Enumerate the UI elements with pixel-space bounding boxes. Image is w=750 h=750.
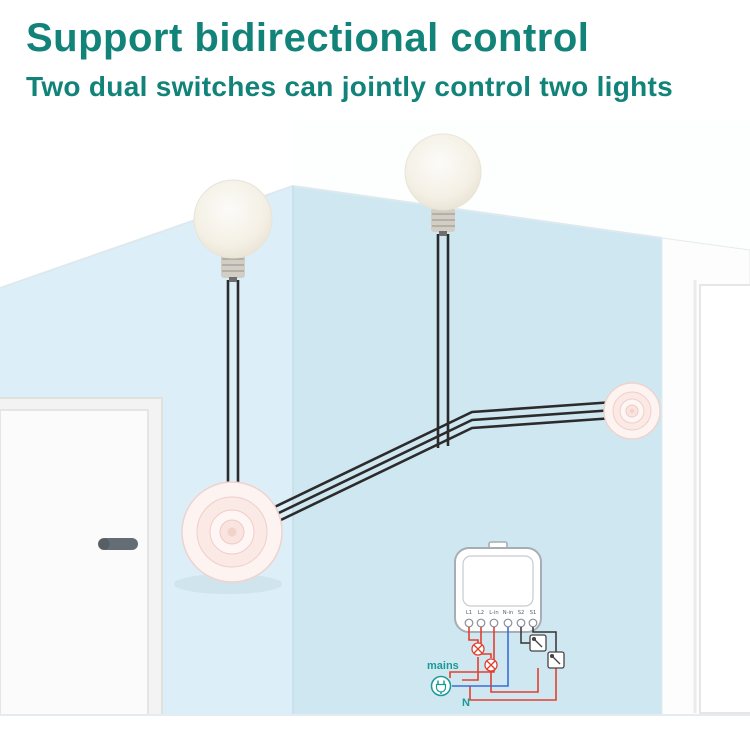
wall-switch-right [603, 382, 661, 440]
right-door [699, 284, 750, 714]
terminal-label-s2: S2 [518, 610, 525, 616]
wire-bulb1 [226, 280, 240, 492]
wiring-diagram: L1 L2 L-in N-in S2 S1 [427, 541, 565, 709]
switch-symbol-2-icon [547, 651, 565, 669]
left-door [0, 397, 163, 719]
blue-wire [452, 627, 509, 687]
terminal-screws [464, 618, 538, 628]
smart-switch-module [454, 547, 542, 633]
room-illustration: L1 L2 L-in N-in S2 S1 [0, 120, 750, 750]
red-wires [449, 627, 557, 701]
wall-switch-left [174, 481, 283, 594]
wire-bulb2 [436, 234, 450, 448]
door-handle-mount [98, 538, 110, 550]
black-wires [520, 627, 557, 652]
lamp-symbol-1-icon [471, 642, 485, 656]
switch-symbol-1-icon [529, 634, 547, 652]
ceiling-right [293, 120, 750, 250]
mains-plug-icon [430, 675, 452, 697]
light-bulb-1 [193, 179, 273, 282]
terminal-label-l2: L2 [478, 610, 484, 616]
ceiling-left [0, 120, 293, 288]
mains-label: mains [427, 660, 459, 672]
wire-bundle [259, 400, 615, 532]
floor [0, 715, 750, 750]
lamp-symbol-2-icon [484, 658, 498, 672]
subheadline: Two dual switches can jointly control tw… [26, 71, 674, 102]
neutral-label: N [462, 697, 470, 709]
ceiling-edge-right [292, 185, 663, 239]
light-bulb-2 [404, 133, 482, 236]
terminal-label-lin: L-in [489, 610, 498, 616]
headline-block: Support bidirectional control Two dual s… [0, 0, 750, 120]
headline: Support bidirectional control [26, 16, 590, 60]
terminal-label-nin: N-in [503, 610, 513, 616]
right-wall [293, 186, 662, 715]
terminal-label-s1: S1 [530, 610, 537, 616]
terminal-label-l1: L1 [466, 610, 472, 616]
module-inner-outline [462, 555, 534, 607]
